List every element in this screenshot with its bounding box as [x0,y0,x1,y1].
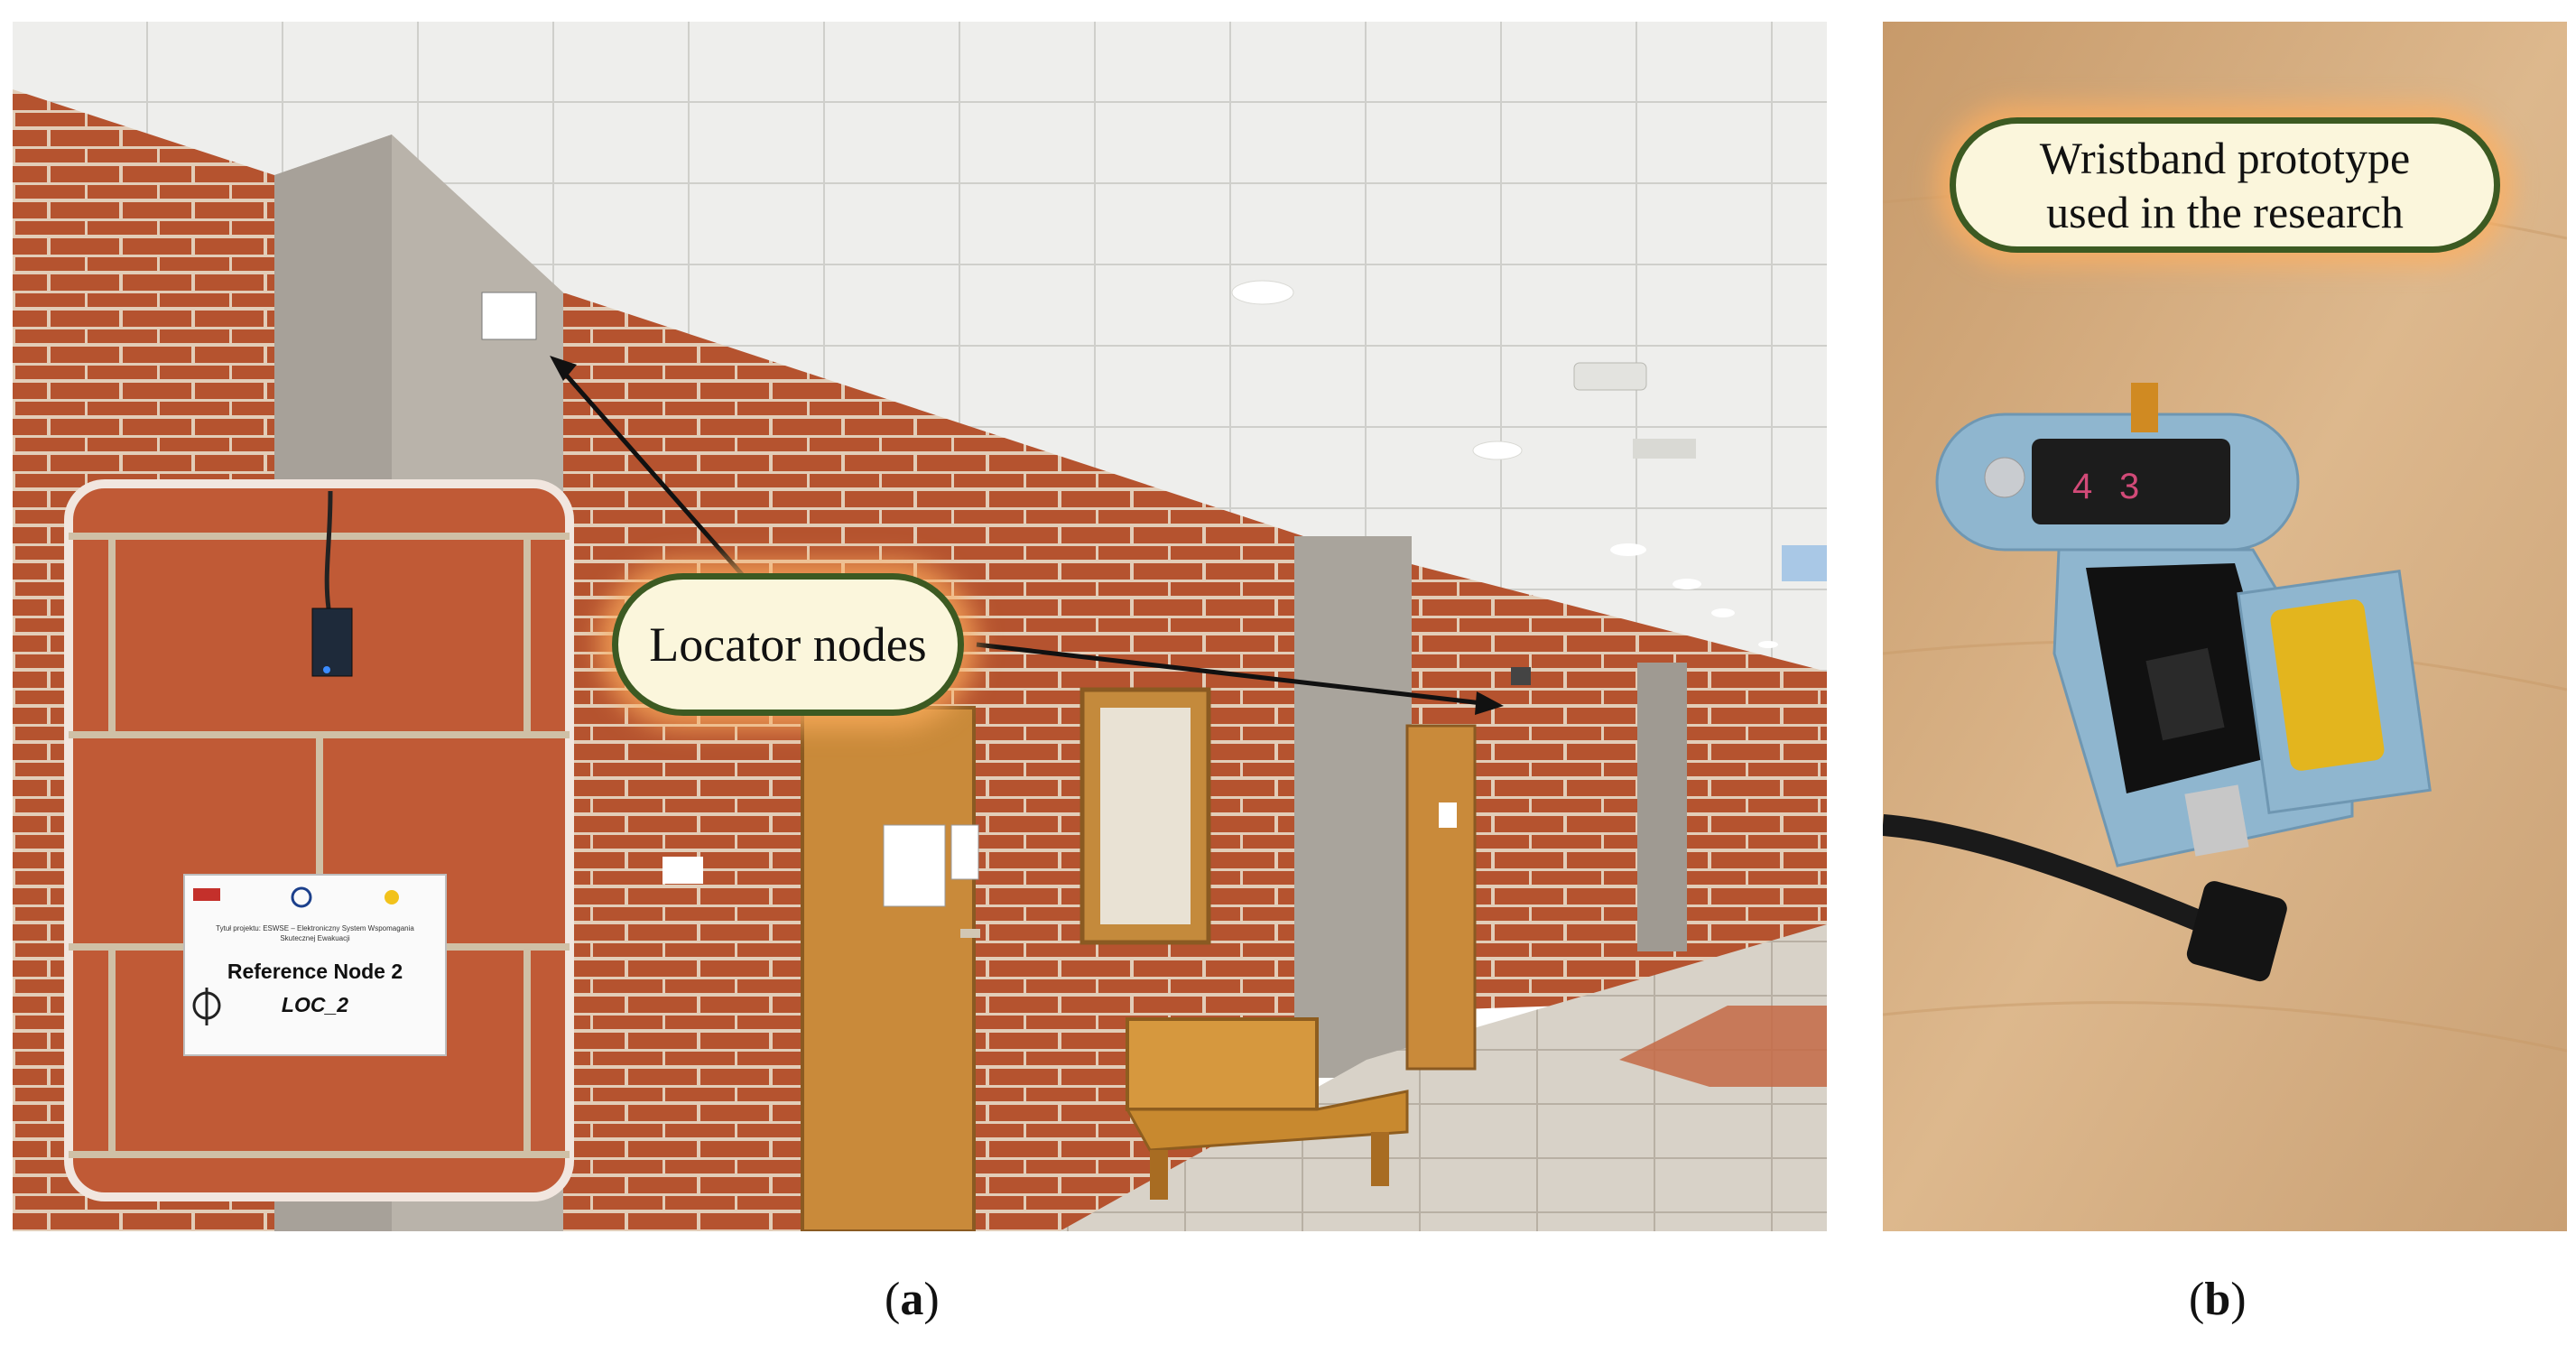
svg-text:3: 3 [2119,467,2139,506]
wristband-callout-line1: Wristband prototype [2039,133,2411,183]
svg-text:4: 4 [2072,467,2092,506]
locator-nodes-callout: Locator nodes [612,573,964,716]
subfigure-label-a: (a) [885,1274,940,1325]
reference-node-inset: Tytuł projektu: ESWSE – Elektroniczny Sy… [64,479,574,1201]
hallway-photo: Tytuł projektu: ESWSE – Elektroniczny Sy… [13,22,1827,1231]
wristband-callout: Wristband prototype used in the research [1950,117,2500,253]
university-logo [192,988,221,1025]
sign-project-line2: Skutecznej Ewakuacji [280,934,350,942]
sign-title: Reference Node 2 [227,960,403,983]
wristband-callout-line2: used in the research [2046,187,2404,237]
sign-code: LOC_2 [282,993,348,1016]
sign-project-line1: Tytuł projektu: ESWSE – Elektroniczny Sy… [216,924,414,932]
subfigure-label-b: (b) [2189,1274,2247,1325]
